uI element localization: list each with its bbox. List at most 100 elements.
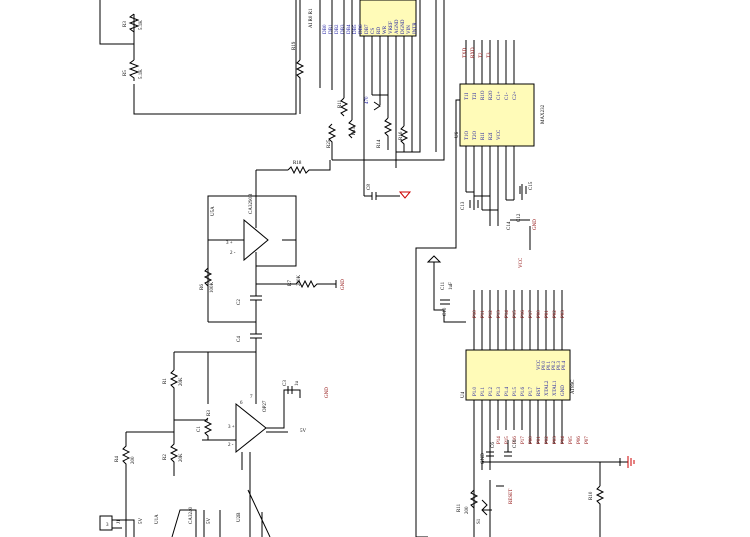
r2-value: 20K — [179, 453, 184, 462]
u5-pin-label: AGND — [395, 19, 400, 34]
u5-vin-label: AI R0 R1 — [309, 8, 314, 28]
u4-part: AT89C — [571, 379, 576, 394]
svg-text:C10: C10 — [443, 307, 448, 316]
r4-value: 200 — [131, 456, 136, 464]
r6-ref: R6 — [200, 284, 205, 290]
svg-text:6: 6 — [240, 401, 243, 406]
u5-pin-label: INTR — [413, 22, 418, 34]
u6-part: MAX232 — [541, 104, 546, 124]
r18-ref: R18 — [293, 161, 302, 166]
u4-pin-label: P1.1 — [481, 386, 486, 396]
u1-5v-label: 5V — [300, 429, 307, 434]
u5-pin-label: CS — [371, 28, 376, 34]
svg-text:C13: C13 — [461, 201, 466, 210]
svg-text:3: 3 — [106, 523, 109, 528]
net-label: P15 — [505, 436, 510, 444]
u5a-ref: U5A — [211, 206, 216, 216]
u6-pin-label: T2O — [473, 130, 478, 140]
net-label: P14 — [497, 436, 502, 444]
net-label: P01 — [537, 436, 542, 444]
u5-pin-label: DB0 — [323, 24, 328, 34]
vcc-label-u6: VCC — [519, 257, 524, 268]
svg-text:R10: R10 — [589, 491, 594, 500]
svg-text:3 +: 3 + — [226, 241, 233, 246]
svg-text:C15: C15 — [529, 181, 534, 190]
net-label: P12 — [489, 310, 494, 318]
vcc-arrow — [426, 255, 442, 263]
u4-pin-label: XTAL2 — [545, 380, 550, 396]
u4-pin-label: P1.7 — [529, 386, 534, 396]
net-label: P02 — [553, 310, 558, 318]
net-label: P14 — [505, 310, 510, 318]
net-label: P07 — [585, 436, 590, 444]
gnd-label-c3: GND — [325, 387, 330, 398]
r11-ref: R11 — [457, 503, 462, 512]
c11-value: 1uF — [449, 282, 454, 290]
connector-j1 — [99, 515, 113, 531]
r2-ref: R2 — [163, 454, 168, 460]
r15-ref: R15 — [352, 126, 357, 135]
svg-text:3 +: 3 + — [228, 425, 235, 430]
net-label: TXD — [463, 47, 468, 58]
r3-ref: R3 — [123, 21, 128, 27]
u4-pin-label: P1.2 — [489, 386, 494, 396]
svg-text:S1: S1 — [477, 518, 482, 524]
u5-pin-label: DB5 — [353, 24, 358, 34]
c4-ref: C4 — [237, 336, 242, 342]
r1-value: 20K — [179, 377, 184, 386]
u6-body — [459, 83, 535, 147]
net-label: P02 — [545, 436, 550, 444]
opamp-u1 — [235, 402, 267, 454]
u6-ref: U6 — [455, 131, 460, 138]
svg-text:2 -: 2 - — [228, 443, 234, 448]
ground-symbol-u5 — [398, 191, 412, 199]
gnd-label-r7: GND — [341, 279, 346, 290]
svg-text:C16: C16 — [513, 439, 518, 448]
r3-value: 5.1K — [139, 20, 144, 30]
capacitor-c8 — [364, 192, 400, 200]
u6-pin-label: R2O — [489, 90, 494, 100]
r19-ref: R19 — [292, 41, 297, 50]
u4-body — [465, 349, 571, 401]
ground-symbol-u4 — [627, 456, 635, 468]
net-label: P16 — [521, 310, 526, 318]
net-label: P00 — [529, 436, 534, 444]
bottom-5v-label: 5V — [207, 518, 212, 525]
r11-value: 200 — [465, 506, 470, 514]
r5-ref: R5 — [123, 70, 128, 76]
net-label: P06 — [577, 436, 582, 444]
c3-ref: C3 — [283, 380, 288, 386]
svg-text:5V: 5V — [139, 518, 144, 525]
u4-pin-label: P0.1 — [547, 360, 552, 370]
net-label: P03 — [561, 310, 566, 318]
c2-ref: C2 — [237, 299, 242, 305]
u4-pin-label: VCC — [537, 359, 542, 370]
u4-pin-label: P0.3 — [557, 360, 562, 370]
u4-pin-label: XTAL1 — [553, 380, 558, 396]
u6-pin-label: C1- — [505, 92, 510, 100]
svg-text:2 -: 2 - — [230, 251, 236, 256]
u5-pin-label: VREF — [389, 21, 394, 34]
svg-text:470: 470 — [365, 96, 370, 104]
u4-pin-label: P1.5 — [513, 386, 518, 396]
svg-text:RESET: RESET — [509, 489, 514, 504]
r1-ref: R1 — [163, 378, 168, 384]
svg-text:R3: R3 — [207, 410, 212, 416]
u6-pin-label: VCC — [497, 129, 502, 140]
net-label: P00 — [537, 310, 542, 318]
svg-text:C6: C6 — [491, 442, 496, 448]
divider-network: R3 5.1K R5 5.1K — [99, 0, 297, 115]
svg-text:U1A: U1A — [155, 514, 160, 524]
net-label: T3 — [487, 52, 492, 58]
net-label: P17 — [521, 436, 526, 444]
u4-pin-label: P0.2 — [552, 360, 557, 370]
u5-pin-label: DB2 — [335, 24, 340, 34]
net-label: P13 — [497, 310, 502, 318]
r4-ref: R4 — [115, 456, 120, 462]
u5-pin-label: DB4 — [347, 24, 352, 34]
